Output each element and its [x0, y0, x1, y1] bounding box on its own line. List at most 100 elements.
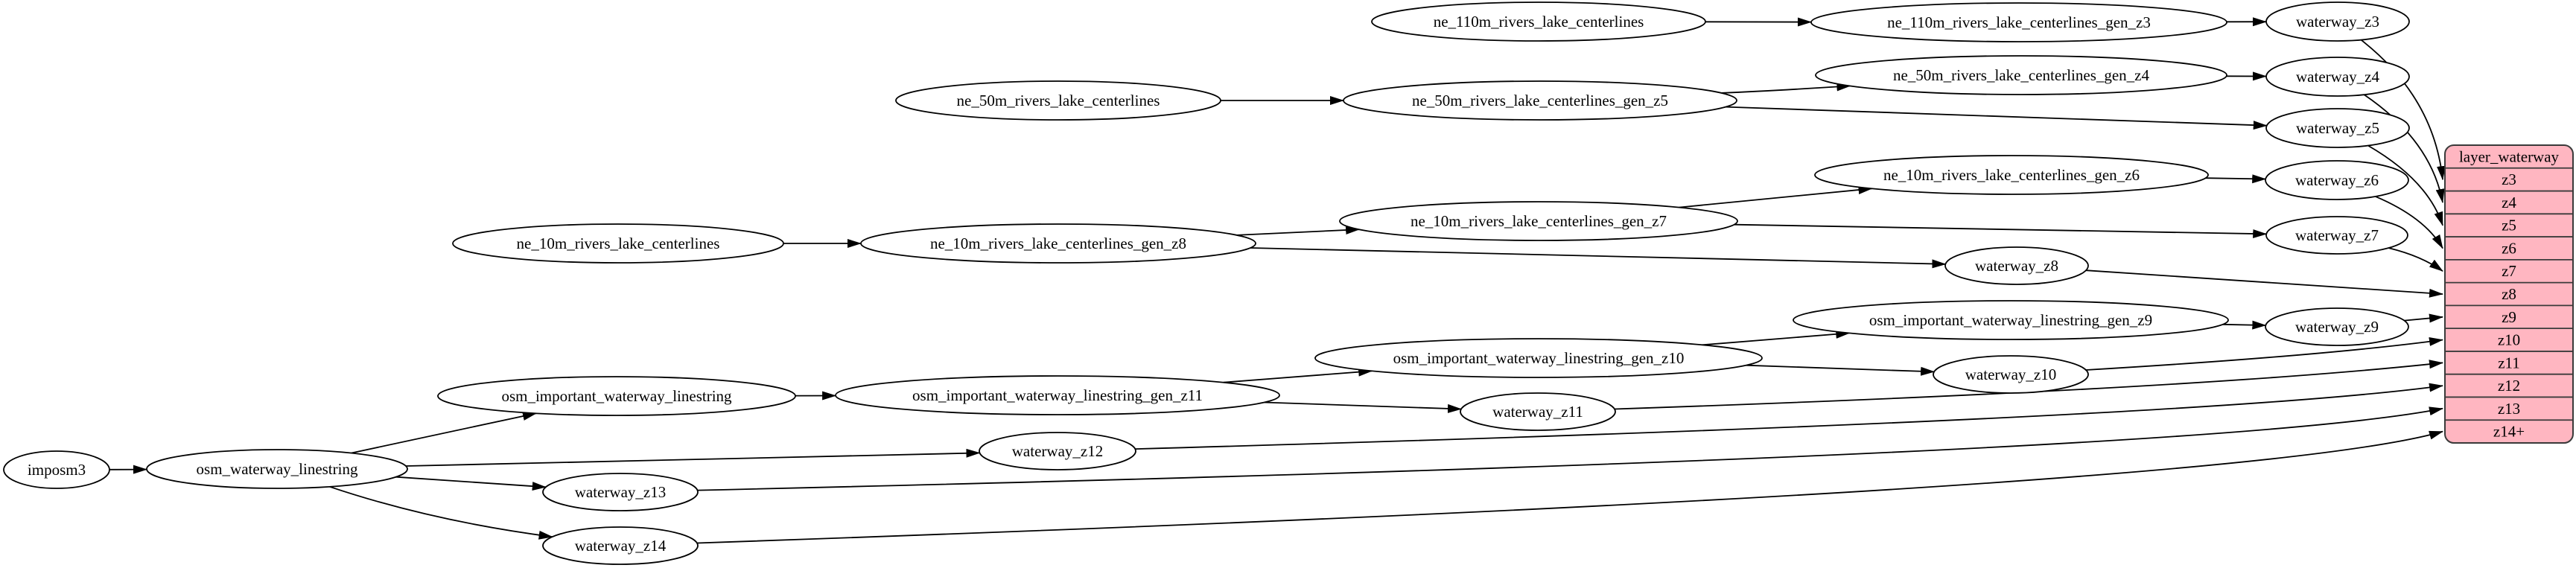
edge-ne_50m_rivers_lake_centerlines_gen_z5-to-ne_50m_rivers_lake_centerlines_gen_z4	[1721, 82, 1851, 94]
node-waterway_z14-ellipse	[542, 526, 699, 565]
node-waterway_z10: waterway_z10	[1933, 355, 2089, 394]
edge-waterway_z7-to-layer-waterway-z7	[2388, 247, 2443, 272]
node-ne_50m_rivers_lake_centerlines_gen_z4-label: ne_50m_rivers_lake_centerlines_gen_z4	[1893, 66, 2150, 84]
node-ne_10m_rivers_lake_centerlines_gen_z8-ellipse	[860, 223, 1256, 264]
edge-waterway_z6-to-layer-waterway-z6	[2375, 196, 2443, 249]
node-ne_50m_rivers_lake_centerlines_gen_z4-ellipse	[1815, 55, 2227, 95]
record-row-z12: z12	[2498, 377, 2520, 395]
node-waterway_z9-label: waterway_z9	[2295, 318, 2379, 336]
node-ne_10m_rivers_lake_centerlines_gen_z8-label: ne_10m_rivers_lake_centerlines_gen_z8	[930, 234, 1186, 252]
node-waterway_z12-label: waterway_z12	[1012, 442, 1103, 460]
node-layer: imposm3 osm_waterway_linestring osm_import…	[3, 1, 2574, 565]
edge-osm_important_waterway_linestring_gen_z11-to-waterway_z11	[1264, 401, 1462, 413]
node-ne_10m_rivers_lake_centerlines_gen_z6-label: ne_10m_rivers_lake_centerlines_gen_z6	[1883, 166, 2140, 184]
node-osm_important_waterway_linestring_gen_z11: osm_important_waterway_linestring_gen_z1…	[835, 375, 1280, 415]
record-row-z4: z4	[2502, 194, 2516, 211]
node-osm_waterway_linestring-label: osm_waterway_linestring	[197, 460, 358, 478]
node-ne_50m_rivers_lake_centerlines_gen_z5-label: ne_50m_rivers_lake_centerlines_gen_z5	[1412, 92, 1668, 109]
edge-ne_10m_rivers_lake_centerlines_gen_z6-to-waterway_z6	[2205, 174, 2267, 184]
node-waterway_z13: waterway_z13	[542, 473, 699, 511]
edge-waterway_z12-to-layer-waterway-z12	[1135, 383, 2443, 450]
node-waterway_z13-label: waterway_z13	[575, 483, 666, 501]
node-waterway_z8-ellipse	[1944, 246, 2089, 285]
node-ne_110m_rivers_lake_centerlines_gen_z3-ellipse	[1810, 2, 2227, 42]
node-waterway_z3-ellipse	[2265, 1, 2410, 42]
edge-osm_important_waterway_linestring_gen_z10-to-waterway_z10	[1746, 364, 1936, 376]
node-waterway_z12: waterway_z12	[979, 432, 1136, 470]
edge-waterway_z14-to-layer-waterway-z14+	[696, 430, 2443, 544]
edge-osm_waterway_linestring-to-waterway_z14	[329, 485, 553, 540]
node-imposm3-label: imposm3	[28, 461, 86, 479]
record-row-z5: z5	[2502, 217, 2516, 234]
node-ne_50m_rivers_lake_centerlines: ne_50m_rivers_lake_centerlines	[895, 80, 1221, 121]
node-osm_important_waterway_linestring_gen_z9-ellipse	[1793, 300, 2229, 340]
record-row-z13: z13	[2498, 400, 2520, 418]
edge-waterway_z11-to-layer-waterway-z11	[1614, 360, 2443, 410]
node-osm_important_waterway_linestring_gen_z11-ellipse	[835, 375, 1280, 415]
record-title: layer_waterway	[2459, 147, 2560, 165]
node-waterway_z6: waterway_z6	[2265, 160, 2409, 200]
node-waterway_z5-label: waterway_z5	[2296, 119, 2379, 137]
node-ne_50m_rivers_lake_centerlines_gen_z5: ne_50m_rivers_lake_centerlines_gen_z5	[1343, 80, 1737, 121]
node-osm_important_waterway_linestring_gen_z9-label: osm_important_waterway_linestring_gen_z9	[1869, 311, 2152, 329]
node-waterway_z8-label: waterway_z8	[1975, 257, 2058, 275]
node-waterway_z6-ellipse	[2265, 160, 2409, 200]
node-ne_50m_rivers_lake_centerlines-ellipse	[895, 80, 1221, 121]
record-row-z6: z6	[2502, 239, 2516, 257]
node-ne_10m_rivers_lake_centerlines_gen_z7: ne_10m_rivers_lake_centerlines_gen_z7	[1339, 201, 1738, 241]
edge-waterway_z4-to-layer-waterway-z4	[2363, 94, 2445, 203]
edge-osm_waterway_linestring-to-osm_important_waterway_linestring	[351, 412, 537, 454]
node-ne_50m_rivers_lake_centerlines_gen_z4: ne_50m_rivers_lake_centerlines_gen_z4	[1815, 55, 2227, 95]
node-waterway_z14-label: waterway_z14	[575, 537, 667, 555]
node-ne_110m_rivers_lake_centerlines_gen_z3: ne_110m_rivers_lake_centerlines_gen_z3	[1810, 2, 2227, 42]
node-ne_10m_rivers_lake_centerlines-label: ne_10m_rivers_lake_centerlines	[517, 234, 720, 252]
node-waterway_z9-ellipse	[2265, 307, 2409, 346]
node-osm_important_waterway_linestring-label: osm_important_waterway_linestring	[501, 387, 732, 405]
edge-osm_important_waterway_linestring_gen_z10-to-osm_important_waterway_linestring_gen_z9	[1702, 329, 1851, 346]
node-ne_10m_rivers_lake_centerlines: ne_10m_rivers_lake_centerlines	[452, 223, 784, 264]
node-ne_110m_rivers_lake_centerlines-label: ne_110m_rivers_lake_centerlines	[1434, 13, 1644, 31]
node-osm_important_waterway_linestring_gen_z9: osm_important_waterway_linestring_gen_z9	[1793, 300, 2229, 340]
node-imposm3: imposm3	[3, 450, 110, 489]
node-ne_10m_rivers_lake_centerlines_gen_z7-label: ne_10m_rivers_lake_centerlines_gen_z7	[1411, 212, 1667, 230]
record-row-z14+: z14+	[2493, 423, 2525, 441]
edge-waterway_z9-to-layer-waterway-z9	[2404, 313, 2443, 323]
node-waterway_z11-ellipse	[1460, 392, 1616, 431]
node-osm_important_waterway_linestring_gen_z10: osm_important_waterway_linestring_gen_z1…	[1314, 338, 1763, 378]
node-waterway_z11: waterway_z11	[1460, 392, 1616, 431]
node-waterway_z5: waterway_z5	[2265, 108, 2410, 148]
node-waterway_z9: waterway_z9	[2265, 307, 2409, 346]
node-osm_waterway_linestring-ellipse	[146, 449, 408, 489]
node-waterway_z10-ellipse	[1933, 355, 2089, 394]
edge-ne_50m_rivers_lake_centerlines_gen_z5-to-waterway_z5	[1726, 106, 2268, 130]
record-row-z3: z3	[2502, 170, 2516, 188]
node-ne_10m_rivers_lake_centerlines_gen_z6: ne_10m_rivers_lake_centerlines_gen_z6	[1814, 155, 2209, 195]
node-osm_important_waterway_linestring: osm_important_waterway_linestring	[437, 376, 796, 416]
edge-waterway_z8-to-layer-waterway-z8	[2085, 269, 2443, 298]
node-ne_50m_rivers_lake_centerlines-label: ne_50m_rivers_lake_centerlines	[957, 92, 1160, 109]
node-waterway_z10-label: waterway_z10	[1965, 366, 2056, 383]
edge-waterway_z13-to-layer-waterway-z13	[697, 406, 2443, 491]
node-osm_important_waterway_linestring_gen_z11-label: osm_important_waterway_linestring_gen_z1…	[912, 386, 1203, 404]
record-row-z9: z9	[2502, 308, 2516, 326]
node-waterway_z13-ellipse	[542, 473, 699, 511]
node-waterway_z5-ellipse	[2265, 108, 2410, 148]
edge-osm_waterway_linestring-to-waterway_z13	[395, 476, 547, 491]
node-ne_110m_rivers_lake_centerlines_gen_z3-label: ne_110m_rivers_lake_centerlines_gen_z3	[1887, 13, 2151, 31]
node-ne_110m_rivers_lake_centerlines-ellipse	[1371, 1, 1706, 42]
node-waterway_z3: waterway_z3	[2265, 1, 2410, 42]
record-row-z7: z7	[2502, 262, 2516, 280]
node-waterway_z8: waterway_z8	[1944, 246, 2089, 285]
edge-osm_important_waterway_linestring_gen_z11-to-osm_important_waterway_linestring_gen_z10	[1223, 367, 1373, 383]
node-waterway_z4: waterway_z4	[2265, 57, 2410, 97]
node-osm_important_waterway_linestring_gen_z10-label: osm_important_waterway_linestring_gen_z1…	[1393, 349, 1685, 367]
node-waterway_z14: waterway_z14	[542, 526, 699, 565]
record-layer-waterway: layer_waterwayz3z4z5z6z7z8z9z10z11z12z13…	[2444, 144, 2574, 444]
record-row-z11: z11	[2498, 354, 2520, 371]
node-waterway_z7: waterway_z7	[2265, 216, 2408, 255]
edge-ne_10m_rivers_lake_centerlines_gen_z8-to-ne_10m_rivers_lake_centerlines_gen_z7	[1236, 226, 1361, 236]
edge-ne_10m_rivers_lake_centerlines_gen_z7-to-ne_10m_rivers_lake_centerlines_gen_z6	[1679, 185, 1873, 208]
node-osm_important_waterway_linestring-ellipse	[437, 376, 796, 416]
record-layer-waterway-box	[2444, 144, 2574, 444]
